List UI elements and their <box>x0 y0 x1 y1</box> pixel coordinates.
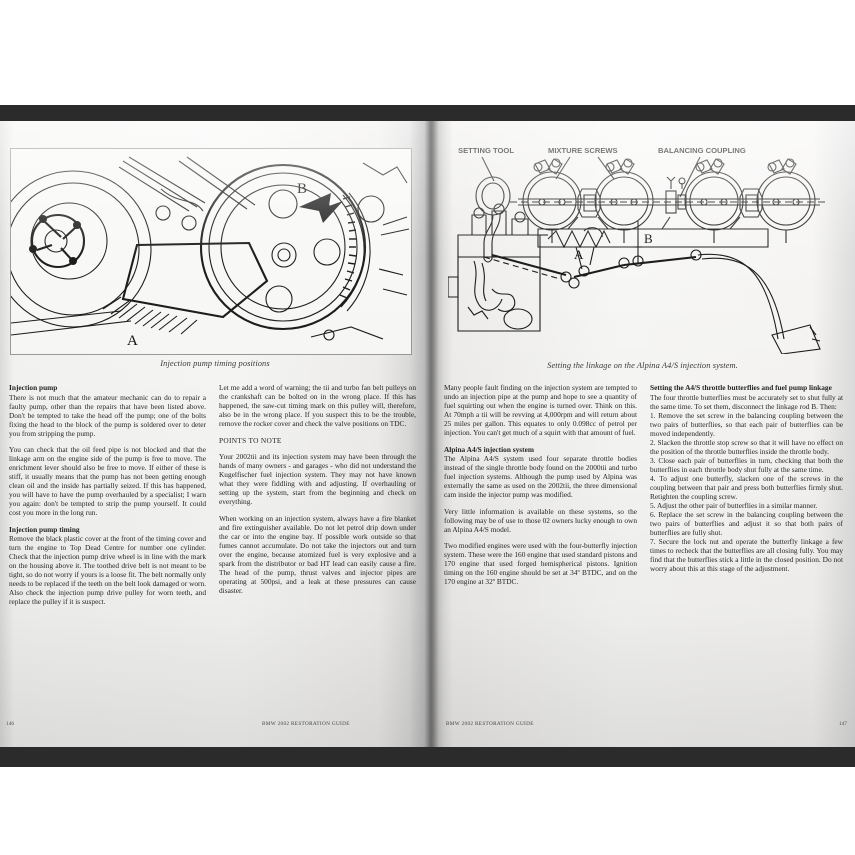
list-item: 3. Close each pair of butterflies in tur… <box>650 455 843 474</box>
paragraph: The four throttle butterflies must be ac… <box>650 392 843 411</box>
list-item: 6. Replace the set screw in the balancin… <box>650 509 843 537</box>
paragraph: You can check that the oil feed pipe is … <box>9 445 206 517</box>
bottom-dark-band <box>0 745 855 767</box>
left-page: B A <box>0 121 430 747</box>
paragraph: Two modified engines were used with the … <box>444 541 637 586</box>
left-page-columns: Injection pump There is not much that th… <box>9 383 417 713</box>
callout-mixture-screws: MIXTURE SCREWS <box>548 146 618 155</box>
list-item: 1. Remove the set screw in the balancing… <box>650 410 843 438</box>
callout-balancing-coupling: BALANCING COUPLING <box>658 146 746 155</box>
list-item: 4. To adjust one butterfly, slacken one … <box>650 473 843 501</box>
paragraph: Many people fault finding on the injecti… <box>444 383 637 437</box>
callout-setting-tool: SETTING TOOL <box>458 146 514 155</box>
page-number-right: 147 <box>838 721 847 727</box>
paragraph: The Alpina A4/S system used four separat… <box>444 454 637 499</box>
svg-text:A: A <box>127 333 138 349</box>
injection-pump-timing-photo: B A <box>10 148 412 355</box>
heading-injection-pump-timing: Injection pump timing <box>9 524 80 534</box>
paragraph: There is not much that the amateur mecha… <box>9 392 206 438</box>
list-item: 2. Slacken the throttle stop screw so th… <box>650 437 843 456</box>
left-column-1: Injection pump There is not much that th… <box>9 383 206 713</box>
right-column-1: Many people fault finding on the injecti… <box>444 383 637 713</box>
top-dark-band <box>0 105 855 123</box>
right-page: SETTING TOOL MIXTURE SCREWS BALANCING CO… <box>430 121 855 747</box>
diagram-label-b: B <box>644 231 653 246</box>
page-number-left: 146 <box>6 721 15 727</box>
book-spread: B A <box>0 121 855 747</box>
heading-injection-pump: Injection pump <box>9 383 58 392</box>
paragraph: Remove the black plastic cover at the fr… <box>9 534 206 606</box>
svg-text:B: B <box>297 181 307 197</box>
alpina-a4s-linkage-diagram: SETTING TOOL MIXTURE SCREWS BALANCING CO… <box>448 139 840 354</box>
paragraph: Let me add a word of warning; the tii an… <box>219 383 416 428</box>
heading-points-to-note: POINTS TO NOTE <box>219 435 282 445</box>
left-figure-caption: Injection pump timing positions <box>160 359 270 368</box>
paragraph: When working on an injection system, alw… <box>219 513 416 595</box>
left-column-2: Let me add a word of warning; the tii an… <box>219 383 416 713</box>
right-figure-caption: Setting the linkage on the Alpina A4/S i… <box>547 361 738 370</box>
running-footer-right: BMW 2002 RESTORATION GUIDE <box>446 721 534 727</box>
right-page-columns: Many people fault finding on the injecti… <box>444 383 844 713</box>
heading-alpina-a4s: Alpina A4/S injection system <box>444 444 534 454</box>
running-footer-left: BMW 2002 RESTORATION GUIDE <box>262 721 350 727</box>
paragraph: Very little information is available on … <box>444 506 637 534</box>
heading-setting-a4s: Setting the A4/S throttle butterflies an… <box>650 383 832 392</box>
list-item: 7. Secure the lock nut and operate the b… <box>650 536 843 573</box>
right-column-2: Setting the A4/S throttle butterflies an… <box>650 383 843 713</box>
list-item: 5. Adjust the other pair of butterflies … <box>650 500 818 510</box>
paragraph: Your 2002tii and its injection system ma… <box>219 452 416 506</box>
diagram-label-a: A <box>574 247 584 262</box>
